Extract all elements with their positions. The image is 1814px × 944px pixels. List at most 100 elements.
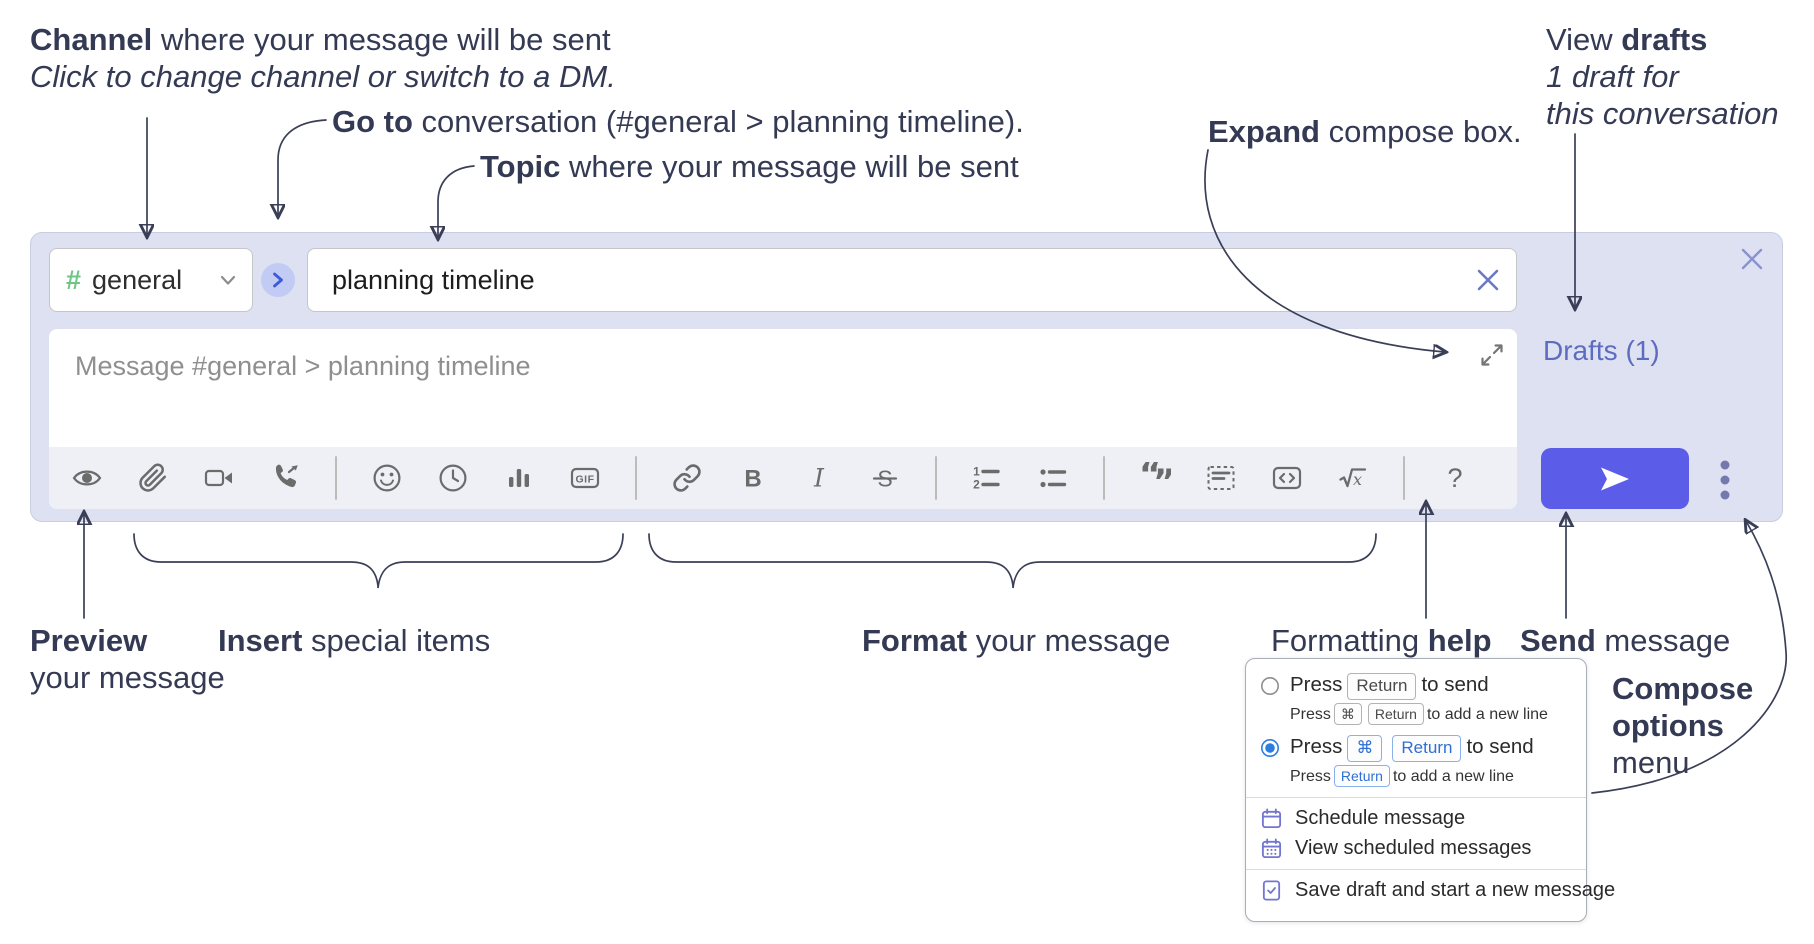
bulleted-list-icon	[1040, 469, 1067, 488]
compose-box: # general	[30, 232, 1783, 522]
expand-diagonal-icon	[1481, 344, 1503, 366]
calendar-dots-icon	[1261, 838, 1282, 858]
quote-button[interactable]: “ ”	[1139, 462, 1171, 494]
menu-divider	[1246, 796, 1586, 798]
chevron-down-icon	[220, 275, 236, 286]
kbd-return: Return	[1392, 734, 1462, 762]
channel-hash-icon: #	[66, 264, 82, 295]
insert-brace	[133, 533, 624, 589]
calendar-icon	[1261, 808, 1282, 828]
bar-chart-icon	[509, 469, 529, 487]
compose-options-annotation: Compose options menu	[1612, 671, 1754, 780]
preview-button[interactable]	[71, 462, 103, 494]
formatting-help-button[interactable]: ?	[1439, 462, 1471, 494]
toolbar-divider	[1403, 456, 1405, 500]
emoji-button[interactable]	[371, 462, 403, 494]
close-compose-button[interactable]	[1739, 246, 1765, 272]
svg-text:”: ”	[1153, 462, 1171, 494]
insert-annotation: Insert special items	[218, 623, 491, 658]
clear-topic-button[interactable]	[1475, 267, 1501, 293]
menu-divider	[1246, 868, 1586, 870]
bulleted-list-button[interactable]	[1037, 462, 1069, 494]
svg-text:GIF: GIF	[576, 474, 595, 486]
menu-item-view-scheduled-messages[interactable]: View scheduled messages	[1260, 837, 1572, 860]
gif-button[interactable]: GIF	[569, 462, 601, 494]
math-icon: x	[1339, 468, 1367, 489]
paperclip-icon	[139, 463, 167, 492]
draft-check-icon	[1262, 880, 1281, 901]
phone-call-icon	[275, 464, 298, 488]
menu-item-schedule-message[interactable]: Schedule message	[1260, 807, 1572, 830]
kbd-cmd: ⌘	[1347, 734, 1383, 762]
format-annotation: Format your message	[862, 623, 1171, 658]
topic-input[interactable]	[307, 248, 1517, 312]
svg-text:“: “	[1139, 462, 1161, 494]
expand-compose-button[interactable]	[1480, 343, 1504, 367]
topic-connector	[438, 165, 475, 238]
close-icon	[1741, 248, 1763, 270]
italic-button[interactable]: I	[803, 462, 835, 494]
preview-annotation: Preview your message	[30, 623, 225, 695]
channel-annotation: Channel where your message will be sent …	[30, 22, 616, 94]
topic-annotation: Topic where your message will be sent	[480, 149, 1019, 184]
close-icon	[1477, 269, 1499, 291]
strikethrough-button[interactable]: S	[869, 462, 901, 494]
svg-text:x: x	[1353, 470, 1362, 489]
bold-icon: B	[744, 466, 761, 493]
vertical-ellipsis-icon	[1720, 460, 1730, 500]
goto-annotation: Go to conversation (#general > planning …	[332, 104, 1024, 139]
spoiler-button[interactable]	[1205, 462, 1237, 494]
svg-text:2: 2	[973, 478, 980, 492]
toolbar-divider	[935, 456, 937, 500]
drafts-link[interactable]: Drafts (1)	[1543, 335, 1660, 366]
send-button[interactable]	[1541, 448, 1689, 509]
goto-connector	[278, 119, 327, 216]
kbd-return: Return	[1367, 702, 1424, 725]
drafts-annotation: View drafts 1 draft for this conversatio…	[1546, 22, 1779, 131]
video-call-button[interactable]	[203, 462, 235, 494]
math-button[interactable]: x	[1337, 462, 1369, 494]
italic-icon: I	[813, 464, 825, 493]
code-icon	[1272, 466, 1302, 490]
eye-icon	[72, 470, 102, 486]
topic-field-wrap	[307, 248, 1517, 312]
channel-selector[interactable]: # general	[49, 248, 253, 312]
go-to-conversation-button[interactable]	[261, 263, 295, 297]
smiley-icon	[373, 464, 401, 492]
code-button[interactable]	[1271, 462, 1303, 494]
formatting-help-annotation: Formatting help	[1271, 623, 1492, 658]
compose-options-button[interactable]	[1715, 457, 1735, 503]
svg-text:I: I	[813, 464, 825, 493]
toolbar-divider	[635, 456, 637, 500]
kbd-return: Return	[1333, 764, 1390, 787]
video-camera-icon	[204, 469, 232, 487]
menu-item-save-draft[interactable]: Save draft and start a new message	[1260, 879, 1615, 902]
bold-button[interactable]: B	[737, 462, 769, 494]
global-time-button[interactable]	[437, 462, 469, 494]
poll-button[interactable]	[503, 462, 535, 494]
kbd-return: Return	[1347, 673, 1417, 700]
compose-toolbar: GIF B I	[49, 447, 1517, 509]
message-input[interactable]	[49, 329, 1517, 445]
numbered-list-button[interactable]: 1 2	[971, 462, 1003, 494]
message-box: GIF B I	[49, 329, 1517, 509]
svg-text:1: 1	[973, 465, 980, 479]
voice-call-button[interactable]	[269, 462, 301, 494]
send-plane-icon	[1601, 467, 1629, 490]
kbd-cmd: ⌘	[1333, 702, 1362, 725]
attach-file-button[interactable]	[137, 462, 169, 494]
link-button[interactable]	[671, 462, 703, 494]
gif-icon: GIF	[570, 467, 600, 489]
quote-icon: “ ”	[1139, 462, 1171, 494]
channel-name: general	[92, 264, 183, 295]
toolbar-divider	[335, 456, 337, 500]
radio-selected-icon	[1261, 739, 1279, 758]
